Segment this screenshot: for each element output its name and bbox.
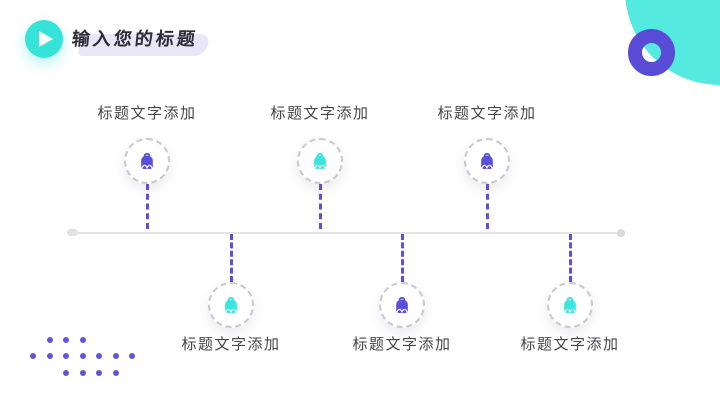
dots-pattern <box>30 337 135 376</box>
node-circle[interactable] <box>297 138 343 184</box>
node-connector-dashed <box>400 234 404 282</box>
timeline-node-top-1: 标题文字添加 <box>67 104 227 229</box>
decor-dot <box>63 353 69 360</box>
node-circle[interactable] <box>547 282 593 328</box>
play-badge <box>25 20 63 58</box>
timeline-node-bottom-3: 标题文字添加 <box>490 234 650 355</box>
node-label[interactable]: 标题文字添加 <box>270 105 370 122</box>
ring-decor <box>628 29 675 76</box>
decor-dot-empty <box>129 337 135 343</box>
decor-dot <box>63 337 69 343</box>
timeline-right-cap <box>617 229 625 237</box>
decor-dot-empty <box>30 337 36 343</box>
timeline-node-bottom-1: 标题文字添加 <box>151 234 311 355</box>
decor-dot-empty <box>47 370 53 376</box>
decor-dot <box>79 353 86 360</box>
node-label[interactable]: 标题文字添加 <box>181 336 281 353</box>
backpack-icon <box>481 152 493 169</box>
node-circle[interactable] <box>464 138 510 184</box>
decor-dot-empty <box>96 337 102 343</box>
node-connector-dashed <box>318 184 322 229</box>
backpack-icon <box>225 296 237 313</box>
node-label[interactable]: 标题文字添加 <box>97 105 197 122</box>
node-label[interactable]: 标题文字添加 <box>352 336 452 353</box>
backpack-icon <box>564 296 576 313</box>
timeline-node-top-2: 标题文字添加 <box>240 104 400 229</box>
timeline-node-top-3: 标题文字添加 <box>407 104 567 229</box>
node-connector-dashed <box>229 234 233 282</box>
timeline-line <box>72 232 625 234</box>
decor-dot <box>96 369 102 376</box>
decor-dot <box>79 337 86 343</box>
decor-dot <box>46 337 53 343</box>
decor-dot <box>63 369 69 376</box>
node-connector-dashed <box>485 184 489 229</box>
backpack-icon <box>314 152 326 169</box>
node-circle[interactable] <box>124 138 170 184</box>
play-icon <box>38 31 53 47</box>
node-circle[interactable] <box>379 282 425 328</box>
decor-dot <box>79 369 86 376</box>
node-connector-dashed <box>568 234 572 282</box>
node-circle[interactable] <box>208 282 254 328</box>
decor-dot-empty <box>113 337 119 343</box>
node-label[interactable]: 标题文字添加 <box>520 336 620 353</box>
decor-dot <box>46 353 53 360</box>
decor-dot-empty <box>129 370 135 376</box>
decor-dot <box>112 369 119 376</box>
decor-dot <box>30 353 36 360</box>
backpack-icon <box>141 152 153 169</box>
page-title[interactable]: 输入您的标题 <box>70 29 199 49</box>
decor-dot <box>96 353 102 360</box>
backpack-icon <box>396 296 408 313</box>
decor-dot <box>129 353 135 360</box>
decor-dot <box>112 353 119 360</box>
decor-dot-empty <box>30 370 36 376</box>
node-connector-dashed <box>145 184 149 229</box>
timeline-node-bottom-2: 标题文字添加 <box>322 234 482 355</box>
node-label[interactable]: 标题文字添加 <box>437 105 537 122</box>
